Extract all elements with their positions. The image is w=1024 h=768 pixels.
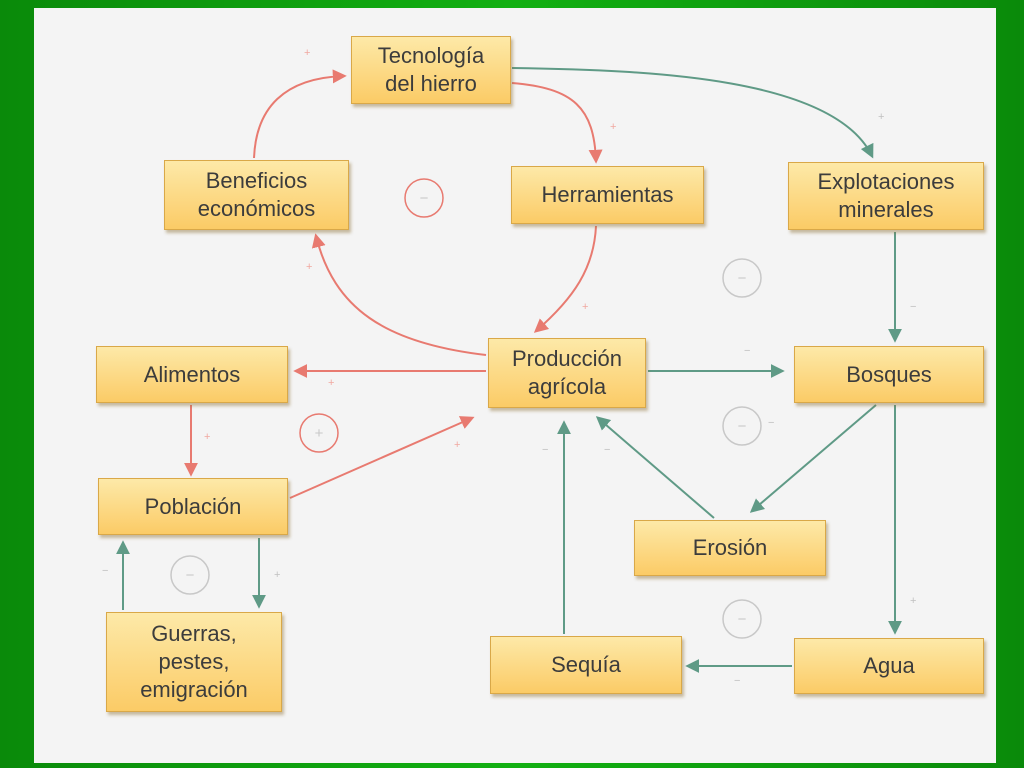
- loop-sign-3: +: [315, 425, 324, 442]
- arrow-sign-guerras-to-poblacion: −: [102, 565, 108, 577]
- loop-marker-4: −: [722, 406, 762, 446]
- arrow-sign-produccion-to-alimentos: +: [328, 377, 334, 389]
- node-tecnologia: Tecnología del hierro: [351, 36, 511, 104]
- diagram-edges: + + + + + + + + + − − − − + − − − − − + − − −: [102, 47, 916, 687]
- arrow-beneficios-to-tecnologia: [253, 69, 347, 159]
- arrow-herramientas-to-produccion: [533, 225, 597, 333]
- arrow-erosion-to-produccion: [595, 416, 715, 519]
- node-herramientas: Herramientas: [511, 166, 704, 224]
- arrow-sign-produccion-to-bosques: −: [744, 345, 750, 357]
- arrow-sign-alimentos-to-poblacion: +: [204, 431, 210, 443]
- loop-marker-6: −: [722, 599, 762, 639]
- arrow-sign-bosques-to-agua: +: [910, 595, 916, 607]
- arrow-sign-erosion-to-produccion: −: [604, 444, 610, 456]
- arrow-sign-bosques-to-erosion: −: [768, 417, 774, 429]
- arrow-sign-sequia-to-produccion: −: [542, 444, 548, 456]
- node-beneficios: Beneficios económicos: [164, 160, 349, 230]
- node-bosques: Bosques: [794, 346, 984, 403]
- arrow-sign-tecnologia-to-explotaciones: +: [878, 111, 884, 123]
- arrow-produccion-to-beneficios: [311, 233, 487, 356]
- node-agua: Agua: [794, 638, 984, 694]
- arrow-tecnologia-to-herramientas: [511, 82, 603, 164]
- arrow-sign-poblacion-to-guerras: +: [274, 569, 280, 581]
- arrow-sign-produccion-to-beneficios: +: [306, 261, 312, 273]
- slide-canvas: + + + + + + + + + − − − − + − − − − − + − − − Tecnología del h…: [34, 8, 996, 763]
- arrow-sign-tecnologia-to-herramientas: +: [610, 121, 616, 133]
- arrow-poblacion-to-produccion: [289, 416, 475, 499]
- loop-sign-1: −: [420, 190, 429, 207]
- loop-sign-6: −: [738, 611, 747, 628]
- loop-marker-2: −: [722, 258, 762, 298]
- node-produccion: Producción agrícola: [488, 338, 646, 408]
- loop-sign-5: −: [186, 567, 195, 584]
- loop-sign-2: −: [738, 270, 747, 287]
- arrow-sign-poblacion-to-produccion: +: [454, 439, 460, 451]
- node-alimentos: Alimentos: [96, 346, 288, 403]
- arrow-sign-agua-to-sequia: −: [734, 675, 740, 687]
- node-poblacion: Población: [98, 478, 288, 535]
- loop-marker-3: +: [299, 413, 339, 453]
- loop-marker-5: −: [170, 555, 210, 595]
- node-guerras: Guerras, pestes, emigración: [106, 612, 282, 712]
- loop-marker-1: −: [404, 178, 444, 218]
- arrow-sign-herramientas-to-produccion: +: [582, 301, 588, 313]
- arrow-sign-explotaciones-to-bosques: −: [910, 301, 916, 313]
- arrow-sign-beneficios-to-tecnologia: +: [304, 47, 310, 59]
- node-erosion: Erosión: [634, 520, 826, 576]
- arrow-bosques-to-erosion: [749, 404, 877, 513]
- arrow-tecnologia-to-explotaciones: [511, 67, 874, 159]
- loop-sign-4: −: [738, 418, 747, 435]
- node-sequia: Sequía: [490, 636, 682, 694]
- node-explotaciones: Explotaciones minerales: [788, 162, 984, 230]
